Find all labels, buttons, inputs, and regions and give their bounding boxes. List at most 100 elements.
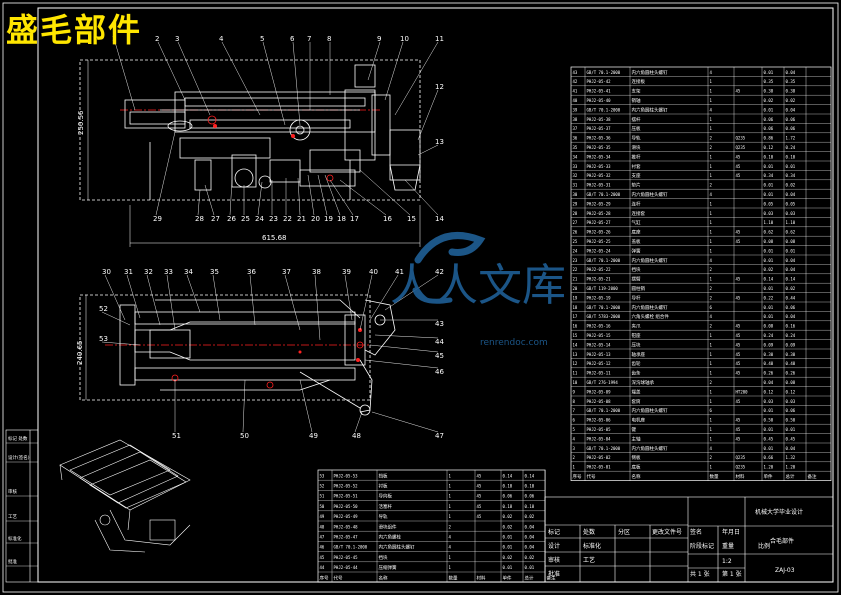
bom-cell-qty: 4	[710, 107, 713, 112]
bom-cell-qty: 1	[449, 555, 452, 560]
leader-line	[317, 174, 328, 216]
bom-cell-name: 活塞杆	[379, 503, 393, 510]
leader-line	[284, 274, 301, 331]
bom-cell-mat: 45	[736, 173, 741, 178]
bom-cell-name: 齿轮	[632, 360, 641, 367]
bom-cell-total: 0.18	[525, 504, 535, 509]
overlay-title: 盛毛部件	[6, 11, 143, 49]
bom-cell-no: 27	[573, 220, 578, 225]
bom-cell-unit: 0.34	[764, 173, 774, 178]
callout-number: 14	[435, 215, 444, 223]
bom-cell-qty: 1	[710, 277, 713, 282]
bom-cell-code: PHJ2-05-22	[587, 267, 612, 272]
bom-cell-qty: 1	[710, 201, 713, 206]
bom-cell-qty: 1	[710, 220, 713, 225]
bom-cell-no: 44	[320, 565, 325, 570]
bom-cell-code: PHJ2-05-36	[587, 136, 612, 141]
bom-cell-name: 底座	[632, 229, 641, 236]
bom-cell-name: 支架	[632, 88, 641, 95]
bom-cell-unit: 0.01	[503, 535, 513, 540]
bom-cell-total: 0.01	[786, 248, 796, 253]
title-block-label: 工艺	[583, 556, 595, 564]
callout-number: 52	[99, 305, 108, 313]
leader-line	[369, 344, 439, 353]
bom-cell-total: 0.03	[786, 399, 796, 404]
bom-cell-no: 35	[573, 145, 578, 150]
watermark: 人人文库 renrendoc.com	[390, 232, 566, 348]
left-bar-label: 标记 处数	[8, 435, 28, 442]
bom-cell-mat: HT200	[736, 389, 749, 394]
bom-cell-no: 47	[320, 535, 325, 540]
bom-cell-total: 0.08	[786, 239, 796, 244]
bom-cell-total: 0.10	[786, 154, 796, 159]
bom-cell-mat: 45	[736, 342, 741, 347]
bom-cell-unit: 0.01	[764, 248, 774, 253]
bom-cell-total: 0.62	[786, 230, 796, 235]
bom-cell-qty: 4	[710, 446, 713, 451]
bom-cell-name: 挡块	[379, 554, 388, 561]
bom-cell-name: 齿条	[632, 370, 641, 377]
bom-cell-name: 导向板	[379, 493, 393, 500]
callout-number: 25	[241, 215, 250, 223]
bom-cell-qty: 1	[710, 230, 713, 235]
leader-line	[101, 341, 141, 346]
bom-cell-qty: 2	[710, 455, 713, 460]
bom-cell-name: 端盖	[632, 388, 641, 395]
leader-line	[204, 184, 215, 216]
bom-cell-qty: 1	[710, 418, 713, 423]
leader-line	[166, 274, 176, 331]
bom-cell-no: 18	[573, 305, 578, 310]
bom-cell-no: 6	[573, 418, 576, 423]
bom-cell-code: GB/T 70.1-2000	[587, 305, 621, 310]
bom-cell-mat: 45	[736, 239, 741, 244]
bom-cell-code: PHJ2-05-21	[587, 277, 612, 282]
bom-cell-qty: 1	[449, 494, 452, 499]
leader-line	[384, 274, 439, 311]
front-view-height-dim: 240.65	[76, 341, 84, 366]
left-bar-label: 工艺	[8, 514, 17, 520]
bom-cell-total: 0.45	[786, 436, 796, 441]
title-block-label: 重量	[722, 542, 734, 550]
left-bar-label: 批准	[8, 558, 17, 565]
bom-cell-mat: 45	[736, 230, 741, 235]
bom-cell-total: 0.02	[525, 555, 535, 560]
bom-cell-unit: 0.02	[503, 514, 513, 519]
bom-cell-mat: 45	[477, 473, 482, 478]
bom-cell-unit: 0.01	[764, 305, 774, 310]
leader-line	[359, 274, 373, 331]
leader-line	[369, 274, 399, 321]
bom-cell-name: 压块	[632, 341, 641, 348]
left-bar-label: 标准化	[8, 535, 22, 542]
bom-cell-total: 0.34	[786, 173, 796, 178]
bom-cell-total: 0.12	[786, 389, 796, 394]
bom-cell-no: 43	[573, 70, 578, 75]
bom-cell-no: 20	[573, 286, 578, 291]
bom-cell-qty: 1	[710, 79, 713, 84]
leader-line	[114, 41, 136, 111]
leader-line	[242, 379, 246, 433]
bom-cell-unit: 1.20	[764, 465, 774, 470]
bom-cell-total: 0.06	[786, 408, 796, 413]
bom-cell-unit: 0.35	[764, 79, 774, 84]
bom-cell-name: 内六角圆柱头螺钉	[379, 544, 415, 551]
bom-cell-name: 弹簧	[632, 247, 641, 254]
bom-cell-qty: 2	[710, 267, 713, 272]
bom-cell-no: 26	[573, 230, 578, 235]
bom-cell-total: 0.24	[786, 333, 796, 338]
bom-cell-unit: 0.14	[503, 473, 513, 478]
callout-number: 32	[144, 268, 153, 276]
bom-cell-total: 0.05	[786, 201, 796, 206]
bom-cell-qty: 6	[710, 305, 713, 310]
bom-header-total: 总计	[525, 574, 534, 581]
bom-cell-no: 32	[573, 173, 578, 178]
bom-cell-mat: 45	[477, 504, 482, 509]
bom-cell-mat: 45	[477, 494, 482, 499]
leader-line	[329, 179, 354, 216]
bom-cell-code: PHJ2-05-29	[587, 201, 612, 206]
title-block-label: 签名	[690, 528, 702, 536]
callout-number: 33	[164, 268, 173, 276]
bom-cell-mat: 45	[736, 436, 741, 441]
title-block-label: 标准化	[583, 542, 601, 550]
